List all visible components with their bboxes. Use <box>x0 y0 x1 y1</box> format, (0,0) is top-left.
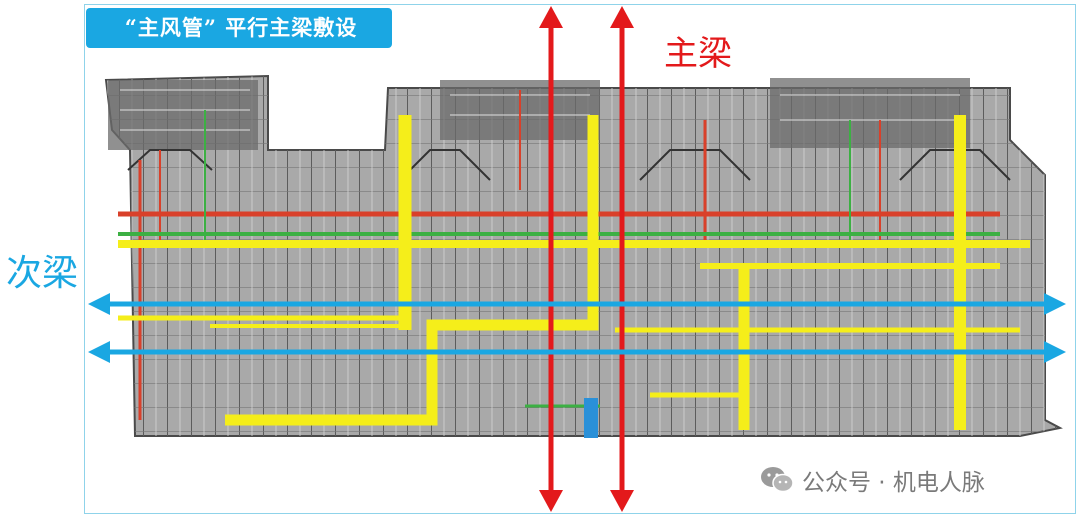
watermark: 公众号 · 机电人脉 <box>760 462 985 498</box>
building-model <box>104 74 1063 437</box>
main-beam-arrows <box>539 6 634 512</box>
secondary-beam-label: 次梁 <box>6 253 79 294</box>
wechat-icon <box>761 467 794 493</box>
secondary-beam-arrows <box>88 293 1066 363</box>
main-beam-label: 主梁 <box>664 34 732 74</box>
title-badge: “主风管” 平行主梁敷设 <box>86 8 392 48</box>
watermark-text: 公众号 · 机电人脉 <box>802 470 985 496</box>
blue-equipment <box>584 398 598 438</box>
main-ducts <box>118 115 1030 430</box>
red-pipes <box>118 90 1000 420</box>
